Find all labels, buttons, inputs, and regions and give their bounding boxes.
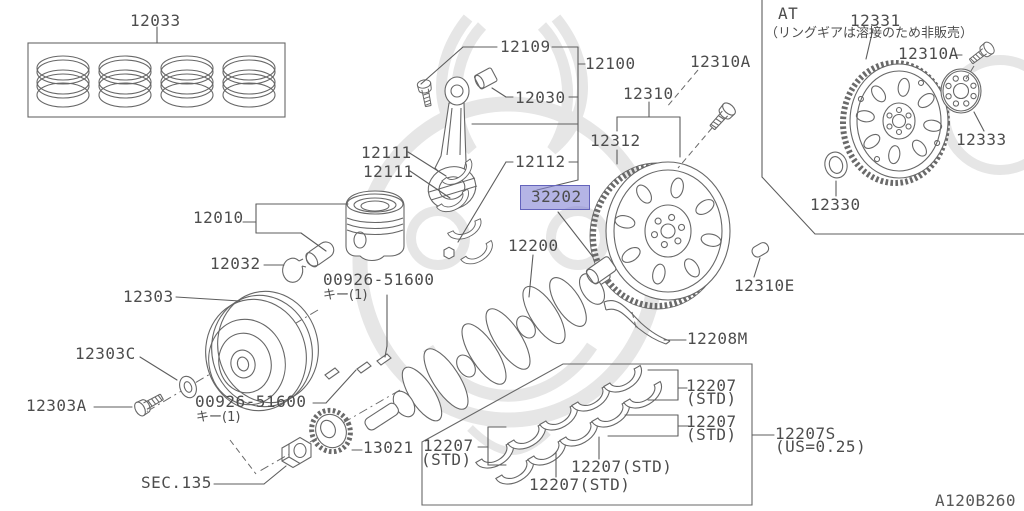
flywheel [589,161,731,310]
part-label-12111[interactable]: 12111 [361,143,412,162]
pilot-bushing [585,256,617,285]
rod-bearing-shells [436,158,498,271]
piston [345,190,405,262]
at-ring-12330 [824,151,848,179]
part-label-12303C[interactable]: 12303C [75,344,136,363]
at-section-label: AT [778,4,799,23]
part-label-0092651600[interactable]: 00926-51600 [195,392,307,411]
grade-note: (STD) [421,450,472,469]
part-label-12207[interactable]: 12207 [686,412,737,431]
part-label-12207STD[interactable]: 12207(STD) [529,475,631,494]
part-label-12207[interactable]: 12207 [423,436,474,455]
rod-nut [443,246,455,260]
at-section-boundary [761,0,1024,235]
thrust-plate-12208M [603,300,671,345]
part-label-12303A[interactable]: 12303A [26,396,87,415]
part-label-12310[interactable]: 12310 [623,84,674,103]
part-label-12310E[interactable]: 12310E [734,276,795,295]
grade-note: (US=0.25) [775,437,867,456]
key-note-1: キー(1) [323,288,368,303]
part-label-12331[interactable]: 12331 [850,11,901,30]
at-section-note: （リングギアは溶接のため非販売） [765,26,974,41]
part-label-32202-highlighted[interactable]: 32202 [520,185,590,210]
part-label-12100[interactable]: 12100 [585,54,636,73]
part-label-12030[interactable]: 12030 [515,88,566,107]
part-label-13021[interactable]: 13021 [363,438,414,457]
grade-note: (STD) [686,389,737,408]
pulley-washer-12303C [179,375,197,399]
part-label-12207[interactable]: 12207 [686,376,737,395]
part-label-12310A[interactable]: 12310A [690,52,751,71]
part-label-12200[interactable]: 12200 [508,236,559,255]
part-label-12207S[interactable]: 12207S [775,424,836,443]
piston-ring-set [27,42,286,118]
part-label-12109[interactable]: 12109 [500,37,551,56]
part-label-0092651600[interactable]: 00926-51600 [323,270,435,289]
part-label-12310A[interactable]: 12310A [898,44,959,63]
section-ref-label[interactable]: SEC.135 [141,473,212,492]
grade-note: (STD) [686,425,737,444]
part-label-12032[interactable]: 12032 [210,254,261,273]
at-drive-plate [840,60,950,186]
snap-ring-12032 [282,257,307,283]
key-note-2: キー(1) [196,410,241,425]
woodruff-keys [324,353,392,380]
dowel-pin-12310E [751,242,770,258]
crank-sprocket-13021 [309,407,353,455]
piston-pin [305,241,335,268]
part-label-12303[interactable]: 12303 [123,287,174,306]
crank-pulley [205,290,319,412]
part-label-12111[interactable]: 12111 [363,162,414,181]
diagram-code: A120B260 [935,491,1017,510]
part-label-12112[interactable]: 12112 [515,152,566,171]
part-label-12330[interactable]: 12330 [810,195,861,214]
part-label-12207STD[interactable]: 12207(STD) [571,457,673,476]
part-label-12312[interactable]: 12312 [590,131,641,150]
part-label-12208M[interactable]: 12208M [687,329,748,348]
part-label-12010[interactable]: 12010 [193,208,244,227]
crankshaft [364,267,611,431]
crank-nut [281,436,312,469]
at-spacer-plate-12333 [940,68,982,114]
part-label-12033[interactable]: 12033 [130,11,181,30]
pin-bushing-12030 [473,67,498,90]
leader-lines [93,26,985,485]
part-label-12333[interactable]: 12333 [956,130,1007,149]
